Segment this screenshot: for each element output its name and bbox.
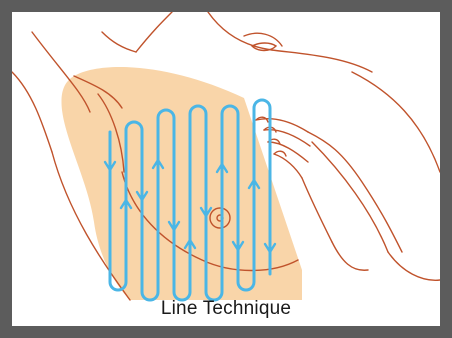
line-technique-illustration [12, 12, 440, 326]
caption-text: Line Technique [12, 298, 440, 320]
illustration-panel: Line Technique [12, 12, 440, 326]
